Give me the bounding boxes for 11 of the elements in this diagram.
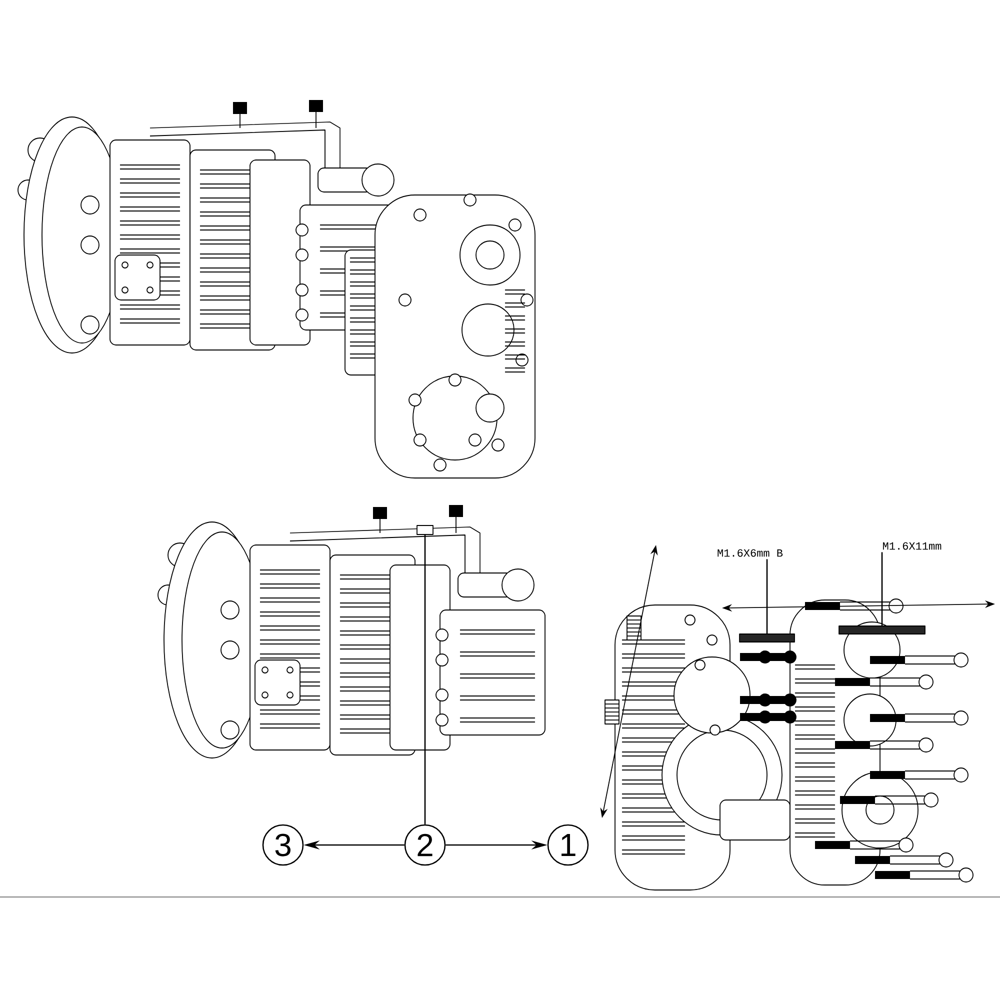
leader-line — [766, 559, 768, 634]
circled-number: 1 — [547, 824, 589, 866]
leader-line — [424, 534, 426, 824]
bracket-block — [416, 525, 434, 535]
part-label: M1.6X6mm B — [715, 547, 786, 559]
part-label: M1.6X11mm — [880, 540, 944, 552]
screw-shank — [739, 634, 795, 642]
circled-number: 2 — [404, 824, 446, 866]
leader-line — [881, 552, 883, 626]
screw-shank — [838, 626, 926, 634]
circled-number: 3 — [262, 824, 304, 866]
